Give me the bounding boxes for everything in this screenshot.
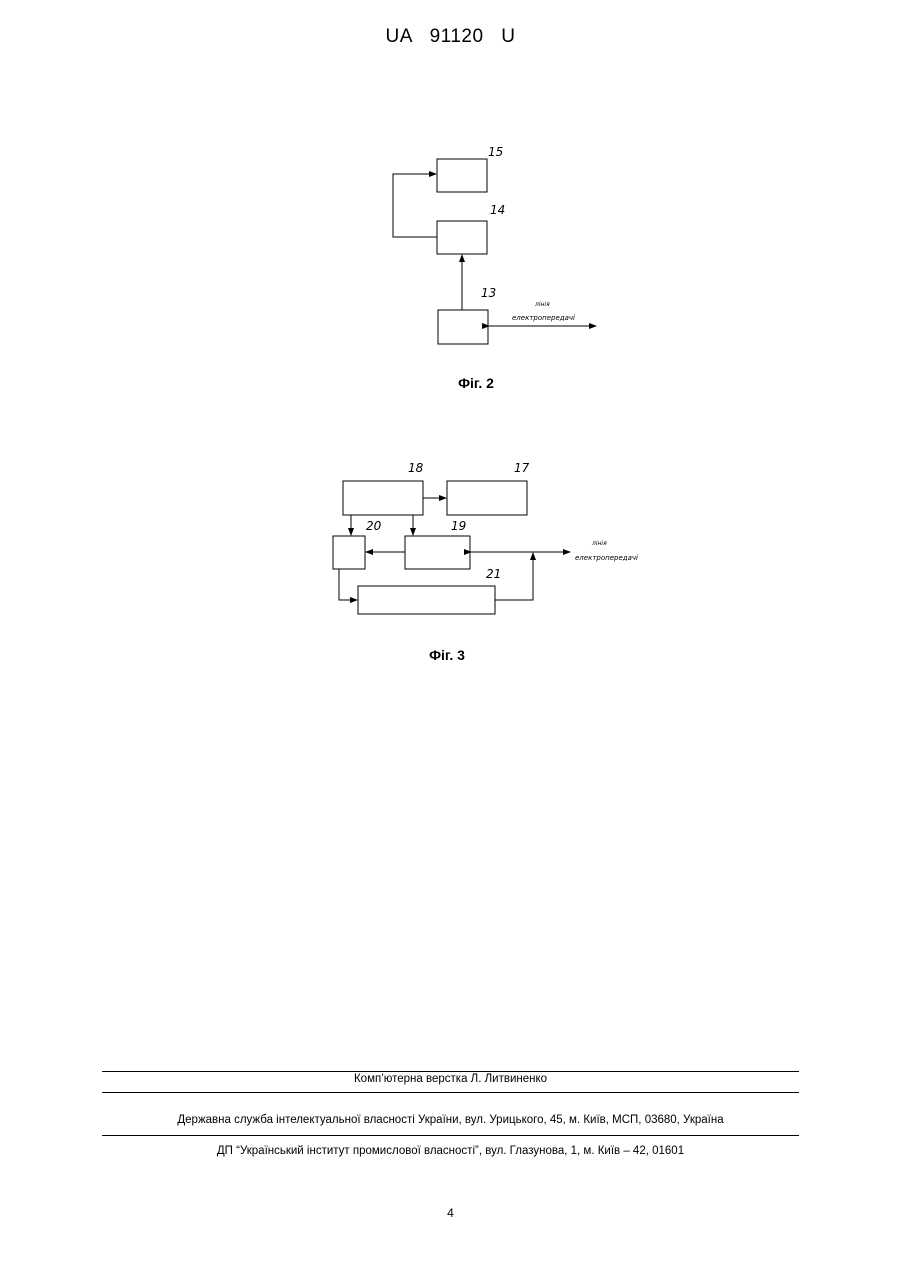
block-13	[438, 310, 488, 344]
block-17	[447, 481, 527, 515]
block-21	[358, 586, 495, 614]
figure-2-caption: Фіг. 2	[426, 375, 526, 391]
agency-address: Державна служба інтелектуальної власност…	[102, 1114, 799, 1126]
label-19: 19	[451, 519, 466, 533]
block-19	[405, 536, 470, 569]
footer-divider-2	[102, 1092, 799, 1093]
block-15	[437, 159, 487, 192]
figures-canvas: 15 14 13 лінія електропередачі 18 17 20 …	[0, 0, 901, 700]
block-20	[333, 536, 365, 569]
figure-3-diagram	[333, 481, 570, 614]
label-18: 18	[408, 461, 424, 475]
label-14: 14	[490, 203, 505, 217]
institute-address: ДП “Український інститут промислової вла…	[102, 1145, 799, 1157]
label-13: 13	[481, 286, 496, 300]
label-21: 21	[486, 567, 501, 581]
fig2-line-label-bottom: електропередачі	[512, 314, 575, 322]
figure-3-caption: Фіг. 3	[397, 647, 497, 663]
label-17: 17	[514, 461, 530, 475]
layout-credit: Комп’ютерна верстка Л. Литвиненко	[102, 1073, 799, 1085]
fig3-line-label-bottom: електропередачі	[575, 554, 638, 562]
label-20: 20	[366, 519, 382, 533]
connector-20-21	[339, 569, 357, 600]
footer-divider-3	[102, 1135, 799, 1136]
fig2-line-label-top: лінія	[534, 301, 550, 308]
block-18	[343, 481, 423, 515]
footer-divider-1	[102, 1071, 799, 1072]
block-14	[437, 221, 487, 254]
page-number: 4	[0, 1206, 901, 1220]
connector-14-15	[393, 174, 437, 237]
label-15: 15	[488, 145, 503, 159]
fig3-line-label-top: лінія	[591, 540, 607, 547]
